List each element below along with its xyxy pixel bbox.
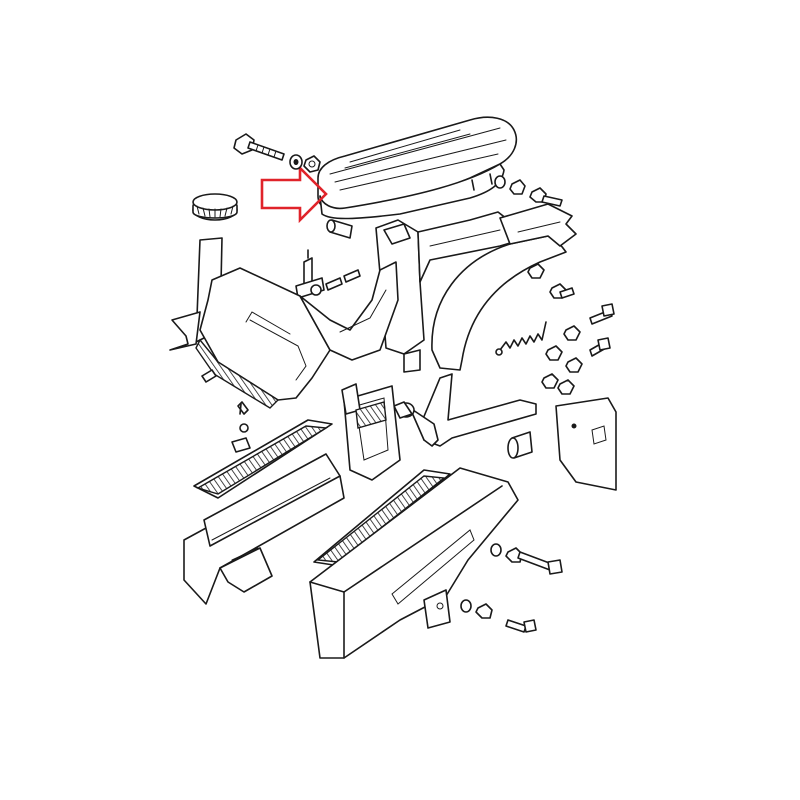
seat[interactable] xyxy=(317,116,518,220)
fuel-tap[interactable] xyxy=(295,249,325,299)
seat-washer[interactable] xyxy=(289,154,303,170)
fuel-tap-pins[interactable] xyxy=(325,269,361,291)
left-side-panel[interactable] xyxy=(183,453,345,605)
fuel-cap[interactable] xyxy=(192,193,238,221)
right-footboard[interactable] xyxy=(313,469,451,567)
fuel-tank[interactable] xyxy=(169,237,331,409)
seat-spacer[interactable] xyxy=(326,219,353,239)
right-side-panel[interactable] xyxy=(309,467,519,659)
engine-mount[interactable] xyxy=(341,349,421,481)
left-footboard[interactable] xyxy=(193,419,333,499)
center-stand[interactable] xyxy=(393,373,537,447)
license-plate-bracket[interactable] xyxy=(555,397,617,491)
side-bolt[interactable] xyxy=(460,543,563,633)
screws[interactable] xyxy=(201,287,615,453)
seat-bolt[interactable] xyxy=(233,133,285,161)
seat-nut[interactable] xyxy=(303,155,321,173)
callout-arrow xyxy=(260,164,328,224)
bushing[interactable] xyxy=(507,431,533,459)
frame-tube[interactable] xyxy=(299,211,521,361)
rear-fender[interactable] xyxy=(431,203,577,371)
nuts[interactable] xyxy=(527,263,583,395)
seat-rear-fasteners[interactable] xyxy=(494,175,563,207)
spring[interactable] xyxy=(495,321,547,356)
